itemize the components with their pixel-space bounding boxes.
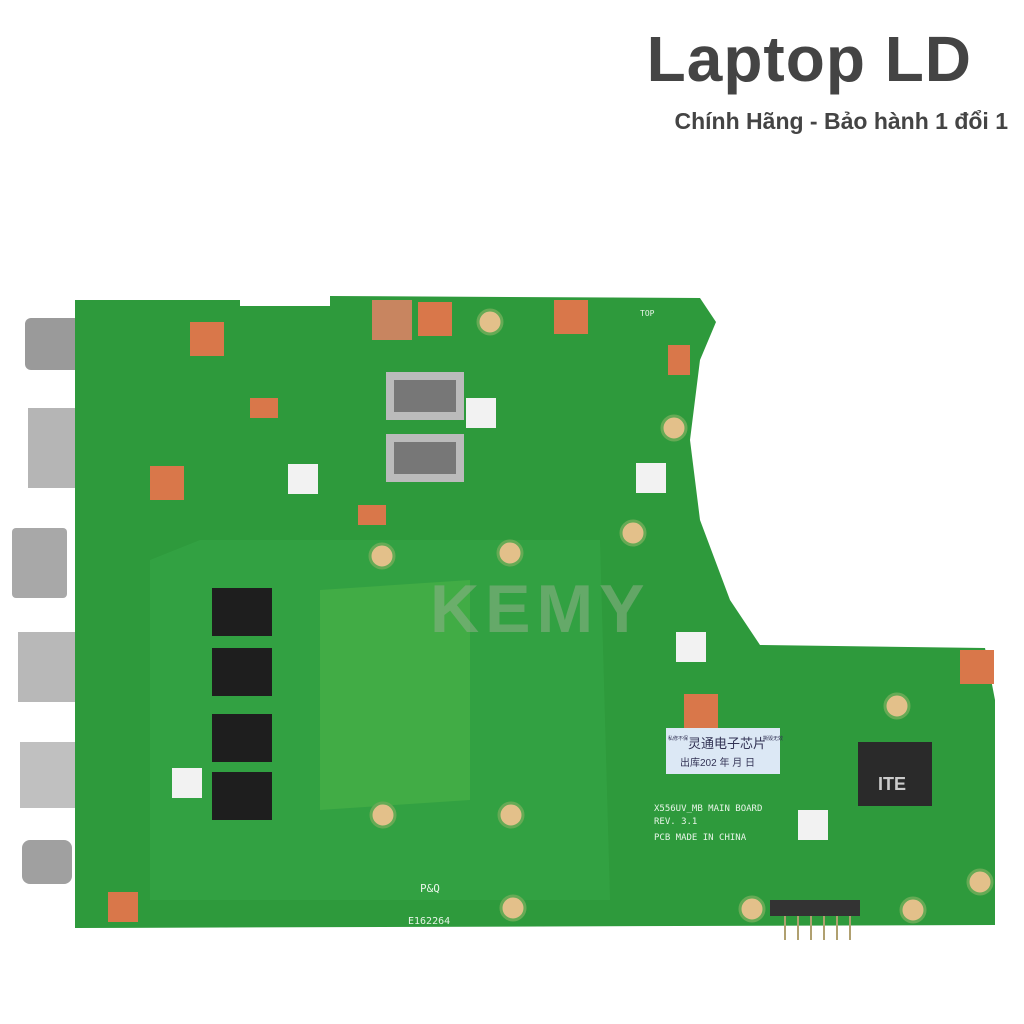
board-detail <box>12 528 67 598</box>
board-detail <box>738 895 766 923</box>
board-detail <box>858 742 932 806</box>
board-detail <box>212 588 272 636</box>
board-detail <box>358 505 386 525</box>
board-detail <box>798 810 828 840</box>
board-detail <box>466 398 496 428</box>
board-detail <box>212 648 272 696</box>
mounting-pads <box>108 300 994 922</box>
board-detail <box>372 300 412 340</box>
white-label-areas <box>172 398 828 840</box>
model-line: X556UV_MB MAIN BOARD <box>654 804 762 814</box>
cert-mark: P&Q <box>420 882 440 895</box>
board-detail <box>394 380 456 412</box>
board-detail <box>636 463 666 493</box>
page-subtitle: Chính Hãng - Bảo hành 1 đổi 1 <box>674 108 1009 134</box>
board-detail: 撕毁无效 <box>763 735 783 742</box>
board-detail <box>418 302 452 336</box>
board-detail <box>619 519 647 547</box>
board-detail <box>554 300 588 334</box>
board-detail <box>320 580 470 810</box>
watermark: KEMY <box>430 571 650 647</box>
board-detail <box>22 840 72 884</box>
board-detail <box>250 398 278 418</box>
top-label: TOP <box>640 309 655 318</box>
board-detail <box>966 868 994 896</box>
board-detail <box>666 728 780 774</box>
board-detail <box>394 442 456 474</box>
board-detail <box>212 772 272 820</box>
board-detail <box>499 894 527 922</box>
revision: REV. 3.1 <box>654 817 697 827</box>
board-detail <box>676 632 706 662</box>
board-detail <box>18 632 80 702</box>
board-detail <box>368 542 396 570</box>
pcb-origin: PCB MADE IN CHINA <box>654 833 747 843</box>
board-detail <box>684 694 718 728</box>
board-detail: 私修不保 <box>668 735 688 742</box>
board-detail <box>496 539 524 567</box>
board-detail <box>660 414 688 442</box>
board-detail <box>108 892 138 922</box>
board-detail <box>668 345 690 375</box>
board-detail <box>150 466 184 500</box>
board-detail <box>960 650 994 684</box>
screw-holes <box>368 308 994 924</box>
chip-brand: ITE <box>878 774 906 794</box>
board-detail <box>172 768 202 798</box>
board-detail <box>883 692 911 720</box>
board-detail <box>899 896 927 924</box>
board-detail <box>369 801 397 829</box>
page-title: Laptop LD <box>646 23 972 95</box>
board-detail <box>190 322 224 356</box>
cert-code: E162264 <box>408 916 450 927</box>
board-detail <box>212 714 272 762</box>
chips: ITE <box>212 372 932 916</box>
bottom-connector-pins <box>784 916 851 940</box>
board-detail: 灵通电子芯片 <box>688 736 766 751</box>
board-detail <box>770 900 860 916</box>
board-detail: 出库202 年 月 日 <box>680 756 755 769</box>
warranty-sticker: 灵通电子芯片 出库202 年 月 日 私修不保 撕毁无效 <box>666 728 783 774</box>
board-detail <box>476 308 504 336</box>
board-detail <box>497 801 525 829</box>
board-detail <box>288 464 318 494</box>
